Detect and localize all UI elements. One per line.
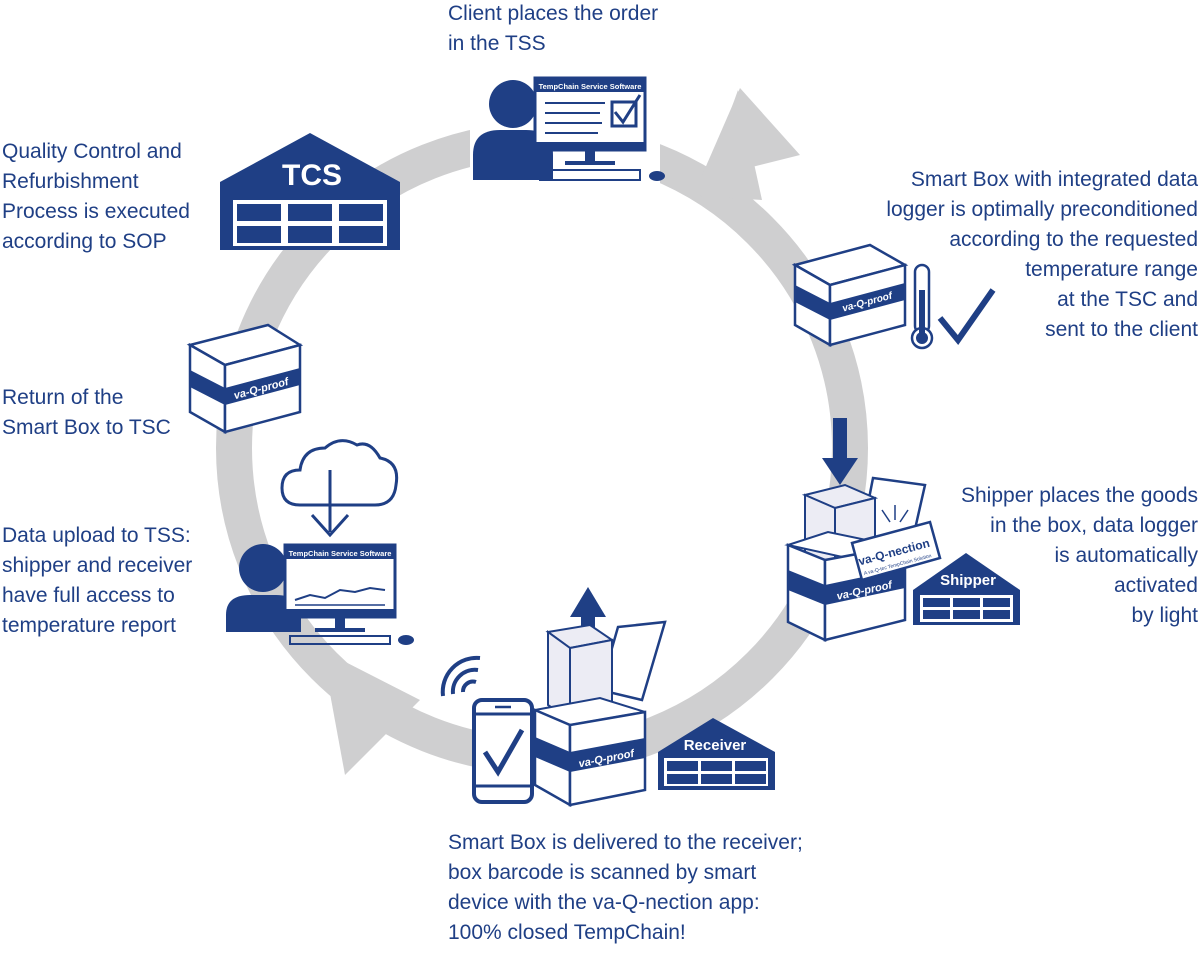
warehouse-icon: Shipper — [913, 553, 1020, 625]
step-delivered-text: Smart Box is delivered to the receiver; … — [448, 831, 803, 944]
step-precondition-text: Smart Box with integrated data logger is… — [886, 168, 1198, 341]
box-icon: va-Q-proof — [531, 623, 647, 808]
person-icon — [473, 80, 553, 180]
step-order-text: Client places the order in the TSS — [448, 2, 659, 55]
checkbox-icon — [610, 94, 642, 128]
step-shipper-text: Shipper places the goods in the box, dat… — [961, 484, 1198, 627]
thermometer-icon — [910, 263, 934, 350]
software-title-top: TempChain Service Software — [539, 82, 642, 91]
step-quality-text: Quality Control and Refurbishment Proces… — [2, 140, 190, 253]
arrow-down-icon — [822, 418, 858, 485]
box-icon: va-Q-proof — [791, 243, 909, 348]
cycle-arrowhead-bottom — [322, 650, 420, 775]
wifi-signal-icon — [440, 655, 481, 697]
step-upload-text: Data upload to TSS: shipper and receiver… — [2, 524, 193, 637]
warehouse-icon: Receiver — [658, 718, 775, 790]
receiver-label: Receiver — [684, 737, 747, 754]
person-icon — [226, 544, 301, 632]
computer-monitor-icon: TempChain Service Software — [283, 543, 414, 645]
cloud-download-icon — [280, 439, 399, 538]
client-computer-group: TempChain Service Software — [473, 76, 665, 181]
box-icon: va-Q-proof — [186, 323, 304, 435]
checkmark-icon — [937, 288, 996, 345]
tcs-label: TCS — [282, 159, 342, 192]
smartphone-icon — [472, 698, 534, 804]
shipper-label: Shipper — [940, 572, 996, 589]
shipper-cluster: va-Q-proof va-Q-nection A va-Q-tec TempC… — [784, 476, 1020, 642]
software-title-bottom: TempChain Service Software — [289, 549, 392, 558]
warehouse-icon: TCS — [220, 133, 400, 250]
step-return-text: Return of the Smart Box to TSC — [2, 386, 171, 439]
receiver-cluster: va-Q-proof Receiver — [440, 587, 775, 808]
